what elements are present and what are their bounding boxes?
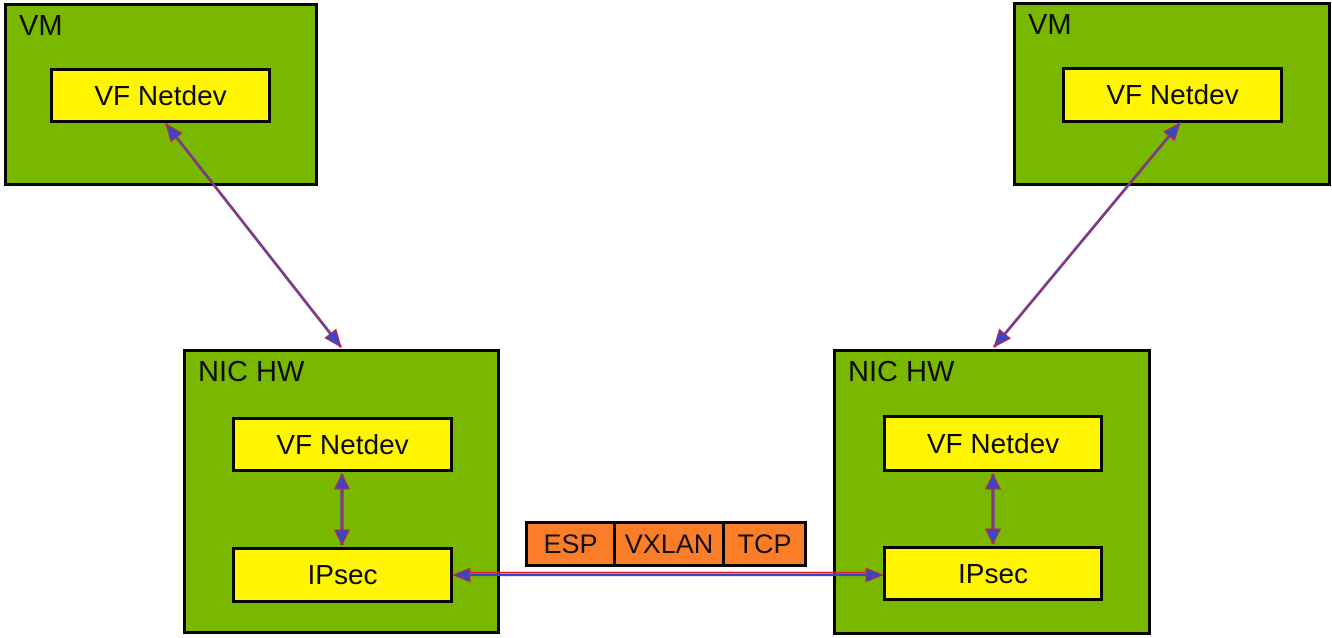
vm-box-right: VM VF Netdev	[1013, 2, 1331, 186]
esp-header-box: ESP	[525, 521, 616, 567]
nic-left-ipsec-box: IPsec	[232, 547, 453, 603]
nic-left-vf-netdev-box: VF Netdev	[232, 417, 453, 472]
vm-left-vf-netdev-box: VF Netdev	[50, 68, 271, 123]
nic-hw-box-left: NIC HW VF Netdev IPsec	[183, 349, 500, 634]
vm-left-title: VM	[19, 10, 63, 42]
vm-right-vf-netdev-label: VF Netdev	[1106, 79, 1239, 110]
nic-left-ipsec-label: IPsec	[307, 559, 378, 590]
vxlan-header-box: VXLAN	[613, 521, 725, 567]
tcp-header-label: TCP	[737, 528, 792, 559]
nic-right-ipsec-box: IPsec	[883, 546, 1103, 601]
nic-left-title: NIC HW	[198, 356, 305, 388]
vm-right-title: VM	[1028, 9, 1072, 41]
vm-left-vf-netdev-label: VF Netdev	[94, 79, 227, 111]
vm-right-vf-netdev-box: VF Netdev	[1062, 67, 1283, 123]
vxlan-header-label: VXLAN	[624, 528, 714, 559]
tcp-header-box: TCP	[722, 521, 807, 567]
arrow-ipsec-to-ipsec	[451, 567, 885, 583]
vm-box-left: VM VF Netdev	[4, 3, 318, 186]
esp-header-label: ESP	[543, 528, 598, 559]
nic-hw-box-right: NIC HW VF Netdev IPsec	[833, 349, 1151, 635]
nic-right-vf-netdev-box: VF Netdev	[883, 415, 1103, 472]
nic-right-title: NIC HW	[848, 356, 955, 388]
nic-left-vf-netdev-label: VF Netdev	[276, 428, 409, 460]
nic-right-ipsec-label: IPsec	[957, 557, 1029, 589]
nic-right-vf-netdev-label: VF Netdev	[926, 427, 1060, 459]
